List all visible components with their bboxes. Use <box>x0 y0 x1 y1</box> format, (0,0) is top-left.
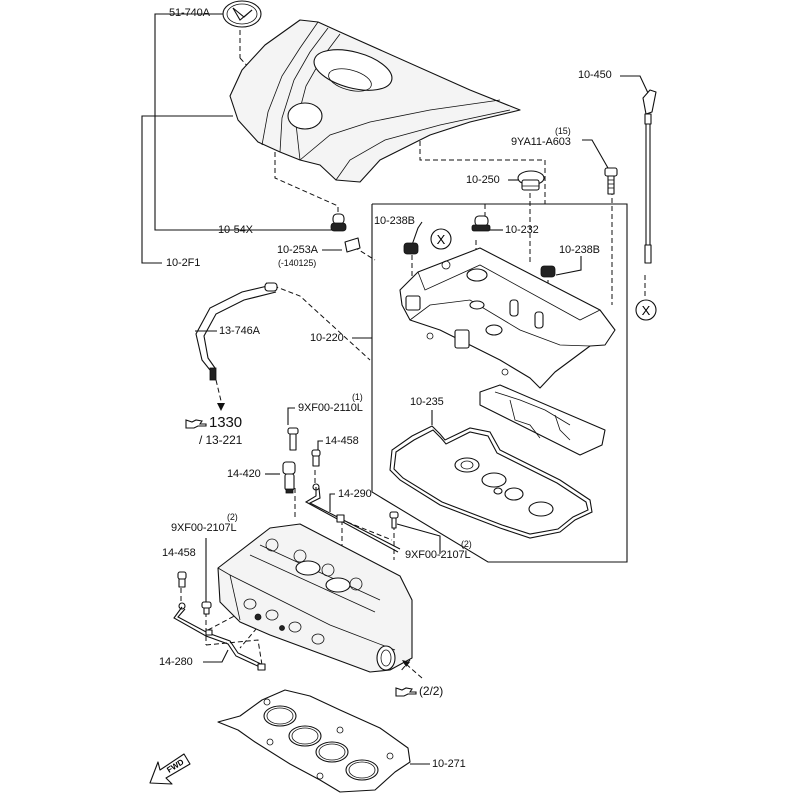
part-10-54X-grommet <box>330 213 347 232</box>
label-10-54X: 10-54X <box>218 224 253 236</box>
label-qty-1: (1) <box>352 392 363 402</box>
label-14-458-top: 14-458 <box>325 435 359 447</box>
part-10-238B-seal-left <box>403 242 419 255</box>
label-ref-1330[interactable]: 1330 <box>209 414 242 431</box>
label-qty-2-left: (2) <box>227 512 238 522</box>
part-10-232-seal <box>471 215 491 232</box>
label-51-740A: 51-740A <box>169 7 210 19</box>
label-10-232: 10-232 <box>505 224 539 236</box>
part-14-280-oil-pipe <box>173 606 266 671</box>
pointing-hand-icon <box>185 419 207 429</box>
label-10-238B-right: 10-238B <box>559 244 600 256</box>
svg-text:X: X <box>642 303 651 318</box>
label-10-253A-note: (-140125) <box>278 258 317 268</box>
label-14-420: 14-420 <box>227 468 261 480</box>
circle-x-icon: X <box>635 299 657 321</box>
part-14-458-bolt-top <box>311 449 321 491</box>
label-10-220: 10-220 <box>310 332 344 344</box>
label-9XF00-2107L-left: 9XF00-2107L <box>171 522 237 534</box>
label-10-271: 10-271 <box>432 758 466 770</box>
fwd-arrow-icon: FWD <box>149 753 191 785</box>
svg-text:X: X <box>437 232 446 247</box>
part-10-250-oil-cap <box>517 170 545 191</box>
label-10-450: 10-450 <box>578 69 612 81</box>
part-cylinder-head <box>217 523 413 673</box>
label-10-253A: 10-253A <box>277 244 318 256</box>
part-10-220-head-cover <box>399 247 616 389</box>
label-14-290: 14-290 <box>338 488 372 500</box>
label-14-458-bottom: 14-458 <box>162 547 196 559</box>
part-14-458-bolt-bottom <box>177 571 187 610</box>
part-13-746A-hose <box>195 282 278 381</box>
part-oil-separator <box>479 384 606 456</box>
leader-lines <box>141 13 649 765</box>
part-10-238B-seal-right <box>540 265 556 278</box>
label-ref-2-2[interactable]: (2/2) <box>419 684 444 698</box>
part-14-290-oil-pipe <box>304 487 401 553</box>
label-10-2F1: 10-2F1 <box>166 257 201 269</box>
label-9YA11-A603: 9YA11-A603 <box>511 136 571 148</box>
part-10-235-gasket <box>389 425 593 539</box>
part-9YA11-A603-bolt <box>604 167 618 195</box>
label-9XF00-2107L-right: 9XF00-2107L <box>405 549 471 561</box>
label-13-746A: 13-746A <box>219 325 260 337</box>
part-engine-cover <box>229 19 521 183</box>
ref-arrow <box>402 660 423 679</box>
part-9XF00-2107L-bolt-left <box>201 601 212 615</box>
part-10-450-dipstick <box>642 89 657 264</box>
label-14-280: 14-280 <box>159 656 193 668</box>
part-51-740A-emblem <box>222 0 262 28</box>
part-10-271-head-gasket <box>217 689 411 793</box>
pointing-hand-icon <box>395 687 417 697</box>
part-10-253A-label <box>344 237 361 253</box>
part-9XF00-2110L-bolt <box>287 427 299 451</box>
label-10-235: 10-235 <box>410 396 444 408</box>
ref-arrow <box>217 403 225 411</box>
circle-x-icon: X <box>430 228 452 250</box>
label-10-238B-left: 10-238B <box>374 215 415 227</box>
part-14-420-ocv <box>282 461 296 494</box>
label-qty-2-right: (2) <box>461 539 472 549</box>
label-qty-15: (15) <box>555 126 571 136</box>
label-10-250: 10-250 <box>466 174 500 186</box>
label-9XF00-2110L: 9XF00-2110L <box>298 402 363 414</box>
label-ref-13-221[interactable]: / 13-221 <box>199 433 243 447</box>
